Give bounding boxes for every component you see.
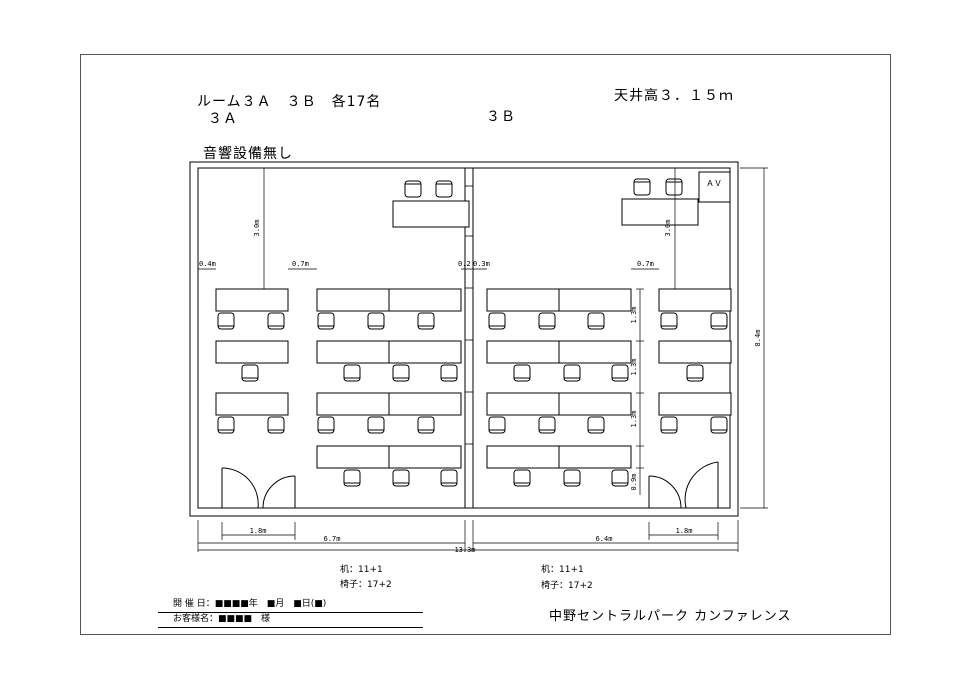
chair	[633, 178, 651, 196]
room-a-chairs: 椅子：17+2	[340, 580, 392, 590]
room-a-desks: 机：11+1	[340, 565, 383, 575]
dim-0-7-a: 0.7m	[292, 260, 309, 268]
chair	[538, 312, 556, 330]
door-right	[648, 461, 719, 509]
dim-3-0-b: 3.0m	[664, 220, 672, 237]
chair	[710, 416, 728, 434]
dim-13-3: 13.3m	[454, 546, 475, 554]
outer-wall	[189, 161, 739, 517]
dimension-lines	[197, 167, 768, 552]
room-title: ルーム３Ａ ３Ｂ 各17名	[197, 94, 382, 110]
dim-1-3-b: 1.3m	[630, 359, 638, 376]
dim-6-4: 6.4m	[596, 535, 613, 543]
chair	[513, 364, 531, 382]
dim-0-4: 0.4m	[199, 260, 216, 268]
chair	[417, 416, 435, 434]
chair	[343, 469, 361, 487]
chairs	[217, 178, 728, 487]
chair	[241, 364, 259, 382]
dim-0-7-b: 0.7m	[637, 260, 654, 268]
chair	[440, 469, 458, 487]
chair	[563, 469, 581, 487]
chair	[440, 364, 458, 382]
chair	[611, 469, 629, 487]
chair	[611, 364, 629, 382]
lectern-table-a	[392, 200, 470, 228]
chair	[317, 312, 335, 330]
lectern-table-b	[621, 198, 699, 226]
av-label: ＡＶ	[706, 179, 722, 188]
client-name: お客様名：■■■■ 様	[173, 614, 271, 624]
inner-wall	[197, 167, 731, 509]
chair	[660, 416, 678, 434]
ceiling-height: 天井高３．１５ｍ	[614, 88, 734, 104]
chair	[267, 312, 285, 330]
desks-room-a	[215, 288, 462, 469]
chair	[488, 312, 506, 330]
room-3b-label: ３Ｂ	[486, 109, 516, 125]
chair	[538, 416, 556, 434]
room-b-chairs: 椅子：17+2	[541, 581, 593, 591]
chair	[367, 312, 385, 330]
chair	[267, 416, 285, 434]
chair	[686, 364, 704, 382]
chair	[513, 469, 531, 487]
dim-1-8-a: 1.8m	[250, 527, 267, 535]
chair	[392, 364, 410, 382]
audio-note: 音響設備無し	[203, 146, 293, 162]
dim-6-7: 6.7m	[324, 535, 341, 543]
dim-0-9: 0.9m	[630, 474, 638, 491]
av-box	[698, 171, 731, 203]
dim-0-3: 0.3m	[473, 260, 490, 268]
client-underline	[158, 627, 423, 628]
room-b-desks: 机：11+1	[541, 565, 584, 575]
event-date-underline	[158, 612, 423, 613]
dim-8-4: 8.4m	[754, 330, 762, 347]
chair	[710, 312, 728, 330]
event-date: 開 催 日：■■■■年 ■月 ■日(■)	[173, 599, 327, 609]
chair	[317, 416, 335, 434]
chair	[343, 364, 361, 382]
chair	[488, 416, 506, 434]
chair	[660, 312, 678, 330]
dim-3-0-a: 3.0m	[253, 220, 261, 237]
chair	[563, 364, 581, 382]
chair	[392, 469, 410, 487]
chair	[417, 312, 435, 330]
chair	[217, 312, 235, 330]
door-left	[221, 467, 296, 509]
chair	[367, 416, 385, 434]
dim-1-8-b: 1.8m	[676, 527, 693, 535]
dim-1-3-a: 1.3m	[630, 307, 638, 324]
chair	[587, 312, 605, 330]
room-3a-label: ３Ａ	[208, 111, 238, 127]
dim-0-2: 0.2	[458, 260, 471, 268]
chair	[435, 180, 453, 198]
chair	[404, 180, 422, 198]
company-name: 中野セントラルパーク カンファレンス	[549, 609, 792, 624]
drawing-frame	[80, 54, 891, 635]
chair	[217, 416, 235, 434]
desks-room-b	[486, 288, 732, 469]
chair	[587, 416, 605, 434]
dim-1-3-c: 1.3m	[630, 411, 638, 428]
chair	[665, 178, 683, 196]
